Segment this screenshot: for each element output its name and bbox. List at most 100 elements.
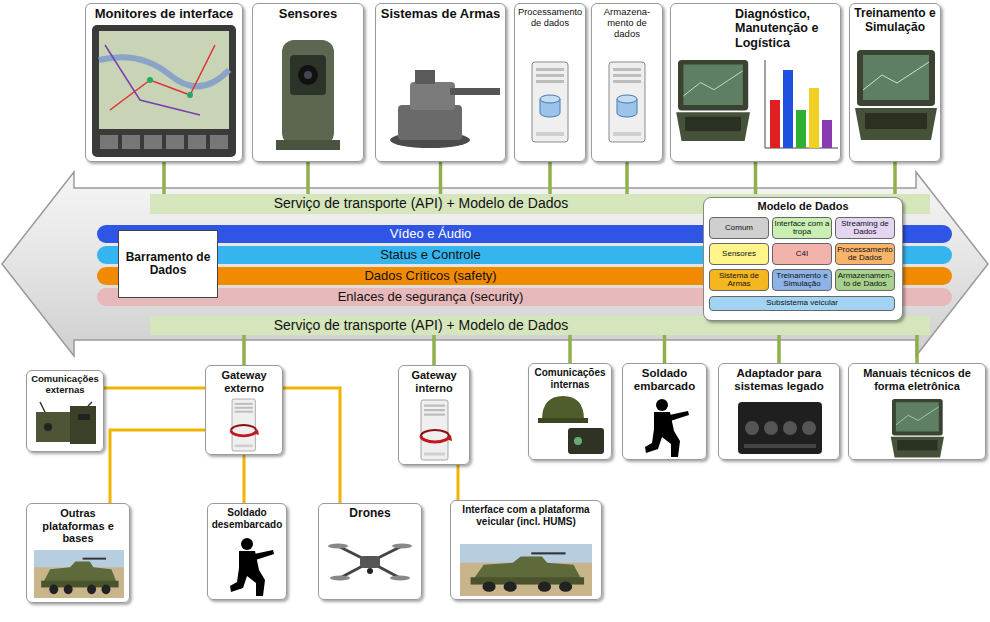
- node-label: Treinamento e Simulação: [853, 7, 937, 35]
- data-model-item: Sensores: [709, 243, 769, 265]
- radio-illustration: [44, 423, 52, 431]
- server-illustration: [532, 62, 568, 142]
- drone-illustration: [360, 556, 380, 568]
- component-box: Treinamento e Simulação: [849, 3, 941, 162]
- node-label: Gateway interno: [402, 369, 466, 394]
- component-box: Diagnóstico, Manutenção e Logística: [670, 3, 841, 162]
- data-model-item: Subsistema veicular: [709, 296, 895, 311]
- server-illustration: [609, 62, 645, 142]
- laptop-illustration: [855, 50, 937, 140]
- node-label: C4I: [774, 250, 830, 258]
- bus-connector: [548, 162, 552, 194]
- bar-chart-illustration: [783, 70, 793, 148]
- soldier-illustration: [645, 399, 689, 457]
- data-model-panel: Modelo de DadosComum Interface com a trop…: [703, 197, 903, 321]
- vehicle-illustration: [460, 544, 592, 596]
- component-box: Adaptador para sistemas legado: [718, 363, 840, 460]
- drone-illustration: [367, 568, 373, 574]
- node-label: Armazena- mento de dados: [595, 7, 659, 40]
- server-illustration: [532, 62, 645, 142]
- monitor-illustration: [144, 135, 162, 149]
- node-label: Manuais técnicos de forma eletrônica: [852, 367, 982, 392]
- drone-illustration: [330, 576, 350, 581]
- server-illustration: [540, 95, 560, 117]
- bar-chart-illustration: [765, 60, 838, 148]
- monitor-illustration: [122, 135, 140, 149]
- bus-connector: [110, 430, 205, 503]
- node-label: Serviço de transporte (API) + Modelo de …: [152, 318, 690, 333]
- soldier-illustration: [230, 399, 689, 596]
- weapon-illustration: [398, 105, 462, 140]
- sensor-illustration: [290, 55, 326, 95]
- helmet-radio-illustration: [542, 396, 584, 420]
- component-box: Sistemas de Armas: [375, 3, 506, 162]
- sensor-illustration: [304, 71, 312, 79]
- monitor-illustration: [188, 135, 206, 149]
- monitor-illustration: [210, 135, 228, 149]
- monitor-illustration: [187, 92, 193, 98]
- node-label: Comum: [711, 224, 767, 232]
- adapter-illustration: [738, 402, 822, 454]
- adapter-illustration: [783, 421, 797, 435]
- node-label: Interface com a plataforma veicular (inc…: [454, 504, 598, 527]
- component-box: Armazena- mento de dados: [591, 3, 663, 162]
- node-label: Comunicações internas: [532, 367, 608, 390]
- component-box: Comunicações internas: [528, 363, 612, 460]
- laptop-illustration: [891, 399, 944, 458]
- component-box: Processamento de dados: [514, 3, 586, 162]
- data-model-item: Armazenamen- to de Dados: [835, 269, 895, 291]
- component-box: Drones: [318, 503, 422, 600]
- node-label: Drones: [322, 507, 418, 521]
- helmet-radio-illustration: [568, 428, 604, 454]
- node-label: Barramento de Dados: [121, 251, 215, 277]
- sensor-illustration: [298, 65, 318, 85]
- data-model-item: Comum: [709, 217, 769, 239]
- drone-illustration: [328, 544, 412, 581]
- node-label: Sistemas de Armas: [379, 7, 502, 22]
- bus-connector: [754, 162, 758, 194]
- data-bus-arrow: [2, 172, 988, 356]
- drone-illustration: [390, 576, 410, 581]
- node-label: Soldado desembarcado: [211, 507, 283, 530]
- bar-chart-illustration: [796, 110, 806, 148]
- component-box: Interface com a plataforma veicular (inc…: [450, 500, 602, 600]
- adapter-illustration: [745, 421, 759, 435]
- node-label: Serviço de transporte (API) + Modelo de …: [152, 196, 690, 211]
- node-label: Monitores de interface: [89, 7, 239, 22]
- radio-illustration: [70, 406, 96, 444]
- monitor-illustration: [92, 25, 236, 157]
- bus-connector: [915, 335, 919, 363]
- component-box: Monitores de interface: [85, 3, 243, 162]
- weapon-illustration: [410, 82, 455, 110]
- node-label: Adaptador para sistemas legado: [722, 367, 836, 393]
- helmet-radio-illustration: [574, 437, 582, 445]
- monitor-illustration: [99, 57, 229, 86]
- monitor-illustration: [100, 135, 118, 149]
- bus-connector: [306, 162, 310, 194]
- monitor-illustration: [105, 45, 200, 115]
- bar-chart-illustration: [822, 120, 832, 148]
- node-label: Sensores: [711, 250, 767, 258]
- weapon-illustration: [415, 70, 435, 84]
- bus-connector: [893, 162, 897, 194]
- node-label: Modelo de Dados: [706, 200, 900, 213]
- bus-connector: [625, 162, 629, 194]
- component-box: Soldado embarcado: [622, 363, 707, 460]
- helmet-radio-illustration: [538, 396, 604, 454]
- bus-connector: [162, 162, 166, 194]
- monitor-illustration: [166, 135, 184, 149]
- bus-title-box: Barramento de Dados: [118, 230, 218, 298]
- component-box: Gateway interno: [398, 365, 470, 465]
- weapon-illustration: [450, 88, 500, 95]
- component-box: Soldado desembarcado: [207, 503, 287, 600]
- component-box: Manuais técnicos de forma eletrônica: [848, 363, 986, 460]
- vehicle-illustration: [34, 544, 592, 598]
- server-illustration: [617, 95, 637, 117]
- node-label: Treinamento e Simulação: [774, 272, 830, 289]
- bar-chart-illustration: [770, 100, 780, 148]
- gateway-illustration: [231, 425, 259, 436]
- data-model-item: Processamento de Dados: [835, 243, 895, 265]
- monitor-illustration: [99, 31, 229, 129]
- node-label: Interface com a tropa: [774, 220, 830, 237]
